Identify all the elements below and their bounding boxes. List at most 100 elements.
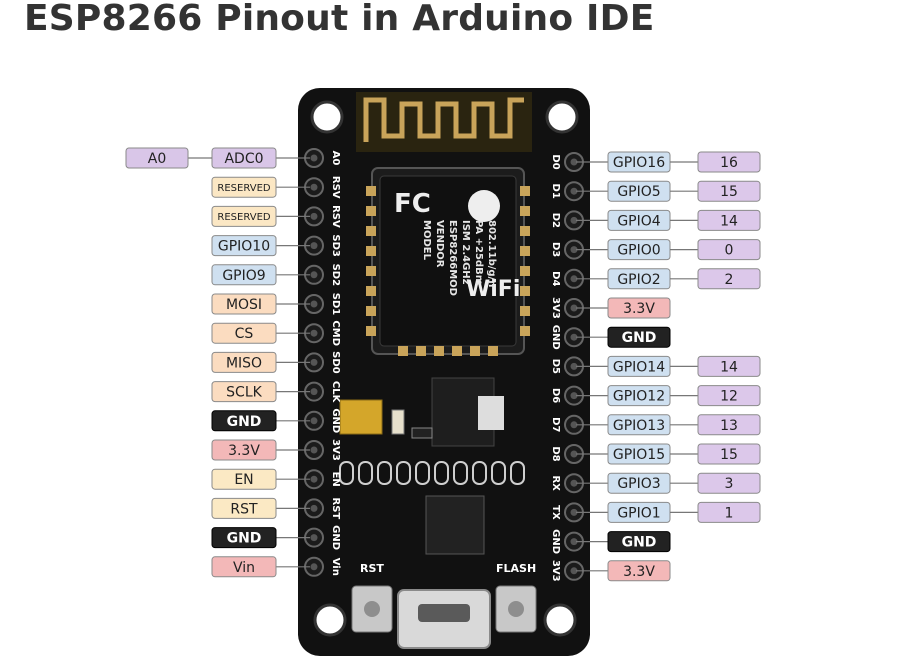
left-pin-7-text: CS (235, 326, 254, 342)
module-pad (366, 306, 376, 316)
header-pin-hole (570, 567, 578, 575)
silk-label: D2 (550, 213, 561, 228)
left-pin-2-text: RESERVED (217, 183, 270, 194)
left-pin-15-text: Vin (233, 560, 255, 576)
right-pin-7-text: GND (622, 330, 657, 346)
test-pad (396, 461, 411, 485)
right-pin-12-text: GPIO3 (617, 476, 660, 492)
silk-label: EN (330, 472, 341, 487)
smd-component (391, 409, 405, 435)
silk-label: 3V3 (550, 560, 561, 582)
silk-label: Vin (330, 558, 341, 576)
right-pin-9-text: GPIO12 (613, 389, 665, 405)
right-pin-9-number-text: 12 (720, 389, 738, 405)
silk-label: D3 (550, 242, 561, 257)
left-pin-15-box (211, 556, 277, 578)
header-pin-hole (570, 421, 578, 429)
left-pin-alias-text: A0 (148, 151, 166, 167)
silk-label: CMD (330, 320, 341, 346)
header-pin-hole (310, 242, 318, 250)
flash-button-cap[interactable] (508, 601, 524, 617)
silk-label: TX (550, 505, 561, 520)
module-pad (366, 186, 376, 196)
right-pin-1-text: GPIO16 (613, 155, 665, 171)
module-marking: ESP8266MOD (447, 220, 458, 296)
silk-label: RST (330, 498, 341, 520)
left-pin-11-box (211, 439, 277, 461)
left-silkscreen: A0RSVRSVSD3SD2SD1CMDSD0CLKGND3V3ENRSTGND… (330, 151, 341, 576)
silk-label: SD3 (330, 234, 341, 257)
right-pin-12-number-box (697, 472, 761, 494)
left-pin-7-box (211, 322, 277, 344)
right-pin-6-box (607, 297, 671, 319)
test-pad (434, 461, 449, 485)
right-pin-13-text: GPIO1 (617, 505, 660, 521)
mounting-hole-top-left (310, 100, 344, 134)
right-pin-7-box (607, 326, 671, 348)
header-pin-hole (310, 329, 318, 337)
smd-component (411, 427, 433, 439)
silk-label: CLK (330, 381, 341, 404)
header-pin-hole (310, 563, 318, 571)
test-pad (358, 461, 373, 485)
left-pin-14-text: GND (227, 531, 262, 547)
module-pad (366, 226, 376, 236)
silk-label: RSV (330, 205, 341, 228)
wifi-logo: WiFi (466, 277, 520, 302)
right-pin-1-number-box (697, 151, 761, 173)
header-pin-hole (310, 446, 318, 454)
right-pin-5-number-box (697, 268, 761, 290)
usb-serial-chip (425, 495, 485, 555)
header-pin-hole (570, 158, 578, 166)
module-pad (366, 246, 376, 256)
module-pad (366, 266, 376, 276)
module-pad (416, 346, 426, 356)
module-marking: 802.11b/g/n (486, 220, 497, 287)
right-pin-14-box (607, 531, 671, 553)
header-pin-hole (570, 304, 578, 312)
header-pin-hole (310, 388, 318, 396)
module-pad (520, 226, 530, 236)
module-marking: VENDOR (434, 220, 445, 268)
right-pin-8-number-text: 14 (720, 359, 738, 375)
left-pin-12-text: EN (234, 472, 253, 488)
silk-label: RX (550, 475, 561, 491)
left-pin-13-text: RST (230, 501, 258, 517)
right-pin-13-number-text: 1 (725, 505, 734, 521)
silk-label: A0 (330, 151, 341, 166)
header-pin-hole (570, 275, 578, 283)
antenna-trace (363, 97, 524, 142)
header-pin-hole (310, 358, 318, 366)
header-pin-hole (570, 216, 578, 224)
right-pin-11-number-text: 15 (720, 447, 738, 463)
left-pin-14-box (211, 527, 277, 549)
left-pin-8-text: MISO (226, 355, 262, 371)
test-pad (377, 461, 392, 485)
right-pin-11-number-box (697, 443, 761, 465)
right-pin-14-text: GND (622, 535, 657, 551)
silk-label: D7 (550, 417, 561, 432)
header-pin-hole (570, 508, 578, 516)
module-pad (520, 206, 530, 216)
rst-button-cap[interactable] (364, 601, 380, 617)
left-pin-3-text: RESERVED (217, 212, 270, 223)
silk-label: SD1 (330, 293, 341, 316)
test-pad (415, 461, 430, 485)
right-pin-2-text: GPIO5 (617, 184, 660, 200)
right-pin-4-number-text: 0 (725, 243, 734, 259)
left-pin-3-box (211, 205, 277, 227)
silk-label: GND (330, 408, 341, 433)
right-pin-6-text: 3.3V (623, 301, 655, 317)
header-pin-hole (310, 212, 318, 220)
left-pin-4-box (211, 235, 277, 257)
right-pin-2-number-box (697, 180, 761, 202)
left-pin-labels: ADC0A0RESERVEDRESERVEDGPIO10GPIO9MOSICSM… (125, 147, 310, 578)
module-pad (366, 286, 376, 296)
module-pad (434, 346, 444, 356)
right-pin-10-text: GPIO13 (613, 418, 665, 434)
left-pin-4-text: GPIO10 (218, 239, 270, 255)
left-pin-10-text: GND (227, 414, 262, 430)
